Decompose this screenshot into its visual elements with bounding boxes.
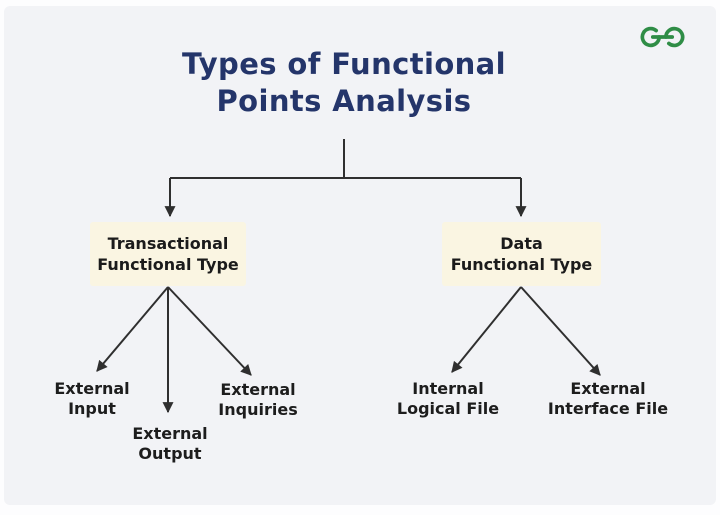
leaf-label-line: External	[570, 379, 646, 398]
leaf-label-line: Interface File	[547, 399, 669, 418]
page-title-line1: Types of Functional	[182, 47, 506, 81]
leaf-label-line: Logical File	[396, 399, 500, 418]
node-label-line: Transactional	[107, 234, 229, 253]
leaf-label-line: External	[132, 424, 208, 443]
leaf-label-line: External	[220, 380, 296, 399]
leaf-label-line: Internal	[412, 379, 484, 398]
leaf-internal-logical-file: Internal Logical File	[397, 379, 499, 419]
leaf-external-output: External Output	[132, 424, 207, 464]
leaf-label-line: Output	[138, 444, 202, 463]
node-transactional-functional-type: Transactional Functional Type	[90, 222, 246, 286]
node-label-line: Data	[500, 234, 543, 253]
node-label-line: Functional Type	[450, 255, 593, 274]
geeksforgeeks-logo-icon	[640, 26, 685, 48]
leaf-external-inquiries: External Inquiries	[218, 380, 297, 420]
leaf-label-line: Inquiries	[218, 400, 298, 419]
node-label-line: Functional Type	[97, 255, 239, 274]
node-data-functional-type: Data Functional Type	[442, 222, 601, 286]
leaf-label-line: External	[54, 379, 130, 398]
page-title: Types of Functional Points Analysis	[182, 46, 506, 120]
leaf-label-line: Input	[68, 399, 116, 418]
page-title-line2: Points Analysis	[216, 84, 472, 118]
leaf-external-interface-file: External Interface File	[548, 379, 668, 419]
leaf-external-input: External Input	[54, 379, 129, 419]
